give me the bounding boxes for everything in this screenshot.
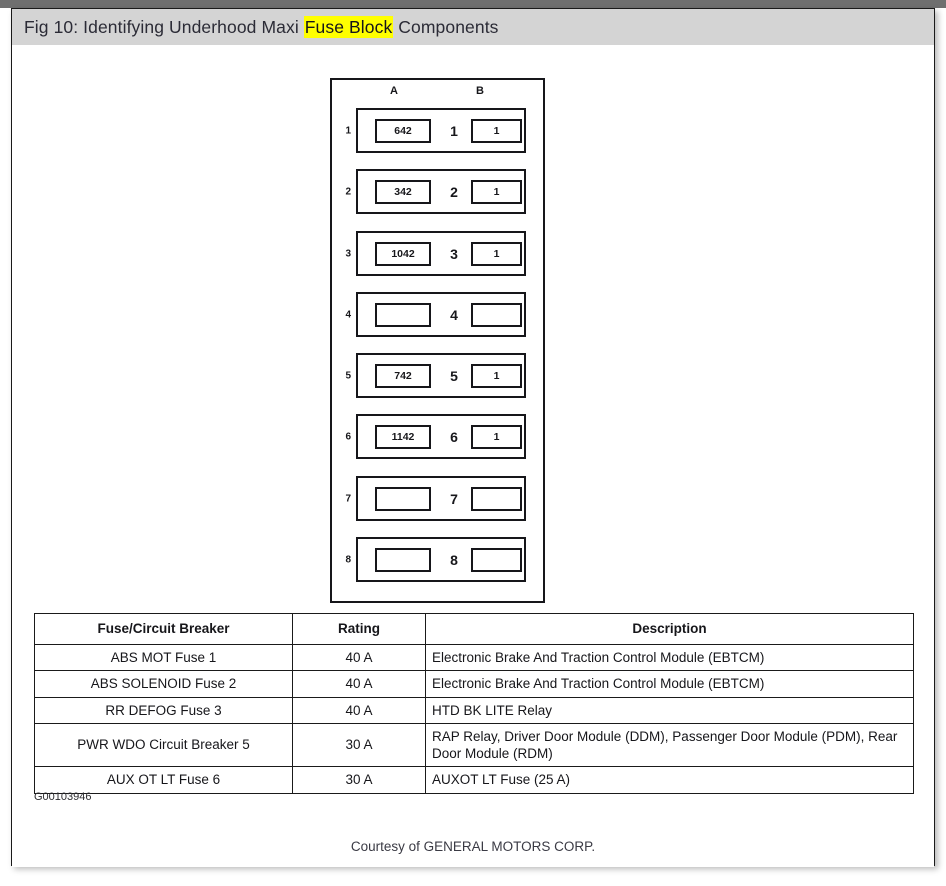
fuse-cell-b <box>471 547 522 572</box>
fuse-row: 8 8 <box>345 537 526 582</box>
figure-title-bar: Fig 10: Identifying Underhood Maxi Fuse … <box>12 9 934 45</box>
table-row: RR DEFOG Fuse 3 40 A HTD BK LITE Relay <box>34 696 914 724</box>
fuse-cell-a <box>375 302 431 327</box>
fuse-description-table: Fuse/Circuit Breaker Rating Description … <box>34 613 914 794</box>
row-number: 3 <box>345 248 351 259</box>
fuse-block-diagram: A B 1 642 1 1 2 342 2 1 3 1042 3 <box>330 78 545 603</box>
fuse-cell-mid: 3 <box>450 245 458 262</box>
cell-description: Electronic Brake And Traction Control Mo… <box>425 670 914 698</box>
fuse-cell-mid: 5 <box>450 367 458 384</box>
fuse-cell-b: 1 <box>471 241 522 266</box>
document-card: Fig 10: Identifying Underhood Maxi Fuse … <box>11 8 935 867</box>
fuse-cell-a: 642 <box>375 118 431 143</box>
courtesy-note: Courtesy of GENERAL MOTORS CORP. <box>350 839 596 854</box>
cell-description: AUXOT LT Fuse (25 A) <box>425 766 914 794</box>
fuse-cell-a: 1042 <box>375 241 431 266</box>
fuse-cell-b: 1 <box>471 424 522 449</box>
cell-description: Electronic Brake And Traction Control Mo… <box>425 643 914 672</box>
row-number: 1 <box>345 125 351 136</box>
fuse-cell-a <box>375 547 431 572</box>
cell-fuse-name: RR DEFOG Fuse 3 <box>34 696 293 724</box>
table-row: AUX OT LT Fuse 6 30 A AUXOT LT Fuse (25 … <box>34 766 914 794</box>
fuse-cell-a <box>375 486 431 511</box>
table-row: ABS SOLENOID Fuse 2 40 A Electronic Brak… <box>34 670 914 698</box>
cell-description: RAP Relay, Driver Door Module (DDM), Pas… <box>425 722 914 768</box>
column-header-description: Description <box>425 613 914 645</box>
column-header-b: B <box>476 85 484 97</box>
cell-fuse-name: PWR WDO Circuit Breaker 5 <box>34 722 293 768</box>
fuse-cell-mid: 8 <box>450 551 458 568</box>
cell-description: HTD BK LITE Relay <box>425 696 914 724</box>
row-number: 8 <box>345 554 351 565</box>
column-header-fuse: Fuse/Circuit Breaker <box>34 613 293 645</box>
cell-rating: 30 A <box>292 766 426 794</box>
fuse-row: 5 742 5 1 <box>345 353 526 398</box>
cell-rating: 30 A <box>292 722 426 768</box>
cell-fuse-name: ABS MOT Fuse 1 <box>34 643 293 672</box>
title-suffix: Components <box>393 16 499 37</box>
fuse-cell-mid: 7 <box>450 490 458 507</box>
fuse-row: 2 342 2 1 <box>345 169 526 214</box>
cell-fuse-name: AUX OT LT Fuse 6 <box>34 766 293 794</box>
fuse-cell-b: 1 <box>471 179 522 204</box>
fuse-row: 1 642 1 1 <box>345 108 526 153</box>
row-number: 5 <box>345 370 351 381</box>
fuse-cell-mid: 2 <box>450 183 458 200</box>
fuse-cell-b: 1 <box>471 363 522 388</box>
fuse-cell-b <box>471 486 522 511</box>
fuse-cell-mid: 1 <box>450 122 458 139</box>
title-prefix: Fig 10: Identifying Underhood Maxi <box>24 16 304 37</box>
fuse-cell-a: 742 <box>375 363 431 388</box>
fuse-cell-a: 1142 <box>375 424 431 449</box>
column-header-rating: Rating <box>292 613 426 645</box>
fuse-cell-mid: 6 <box>450 428 458 445</box>
table-row: PWR WDO Circuit Breaker 5 30 A RAP Relay… <box>34 722 914 768</box>
cell-fuse-name: ABS SOLENOID Fuse 2 <box>34 670 293 698</box>
column-header-a: A <box>390 85 398 97</box>
row-number: 2 <box>345 186 351 197</box>
page-title: Fig 10: Identifying Underhood Maxi Fuse … <box>24 15 499 38</box>
cell-rating: 40 A <box>292 696 426 724</box>
fuse-row: 3 1042 3 1 <box>345 231 526 276</box>
row-number: 6 <box>345 431 351 442</box>
row-number: 4 <box>345 309 351 320</box>
top-strip <box>0 0 946 8</box>
table-header-row: Fuse/Circuit Breaker Rating Description <box>34 613 914 645</box>
title-highlight: Fuse Block <box>303 15 394 38</box>
table-row: ABS MOT Fuse 1 40 A Electronic Brake And… <box>34 643 914 672</box>
fuse-cell-a: 342 <box>375 179 431 204</box>
fuse-cell-mid: 4 <box>450 306 458 323</box>
figure-id: G00103946 <box>34 791 92 803</box>
fuse-row: 4 4 <box>345 292 526 337</box>
fuse-cell-b <box>471 302 522 327</box>
fuse-cell-b: 1 <box>471 118 522 143</box>
fuse-row: 7 7 <box>345 476 526 521</box>
cell-rating: 40 A <box>292 643 426 672</box>
figure-area: A B 1 642 1 1 2 342 2 1 3 1042 3 <box>12 45 934 867</box>
row-number: 7 <box>345 493 351 504</box>
fuse-row: 6 1142 6 1 <box>345 414 526 459</box>
cell-rating: 40 A <box>292 670 426 698</box>
